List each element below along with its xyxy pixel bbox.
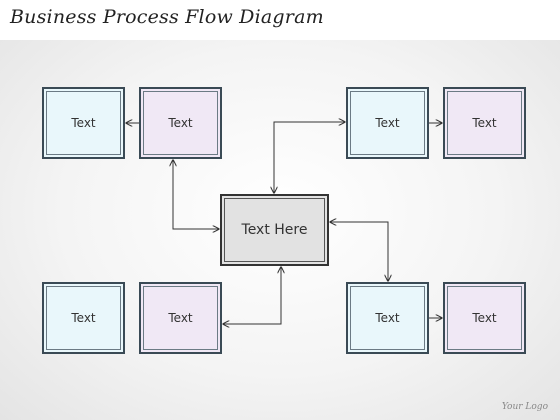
box-top-right-outer: Text xyxy=(443,87,526,159)
box-top-right-inner: Text xyxy=(346,87,429,159)
box-bottom-right-outer: Text xyxy=(443,282,526,354)
logo-placeholder: Your Logo xyxy=(501,402,548,412)
box-bottom-right-inner: Text xyxy=(346,282,429,354)
page-title: Business Process Flow Diagram xyxy=(10,6,324,28)
box-top-left-inner: Text xyxy=(139,87,222,159)
box-bottom-left-inner: Text xyxy=(139,282,222,354)
box-bottom-left-outer: Text xyxy=(42,282,125,354)
box-top-left-outer: Text xyxy=(42,87,125,159)
box-center: Text Here xyxy=(220,194,329,266)
